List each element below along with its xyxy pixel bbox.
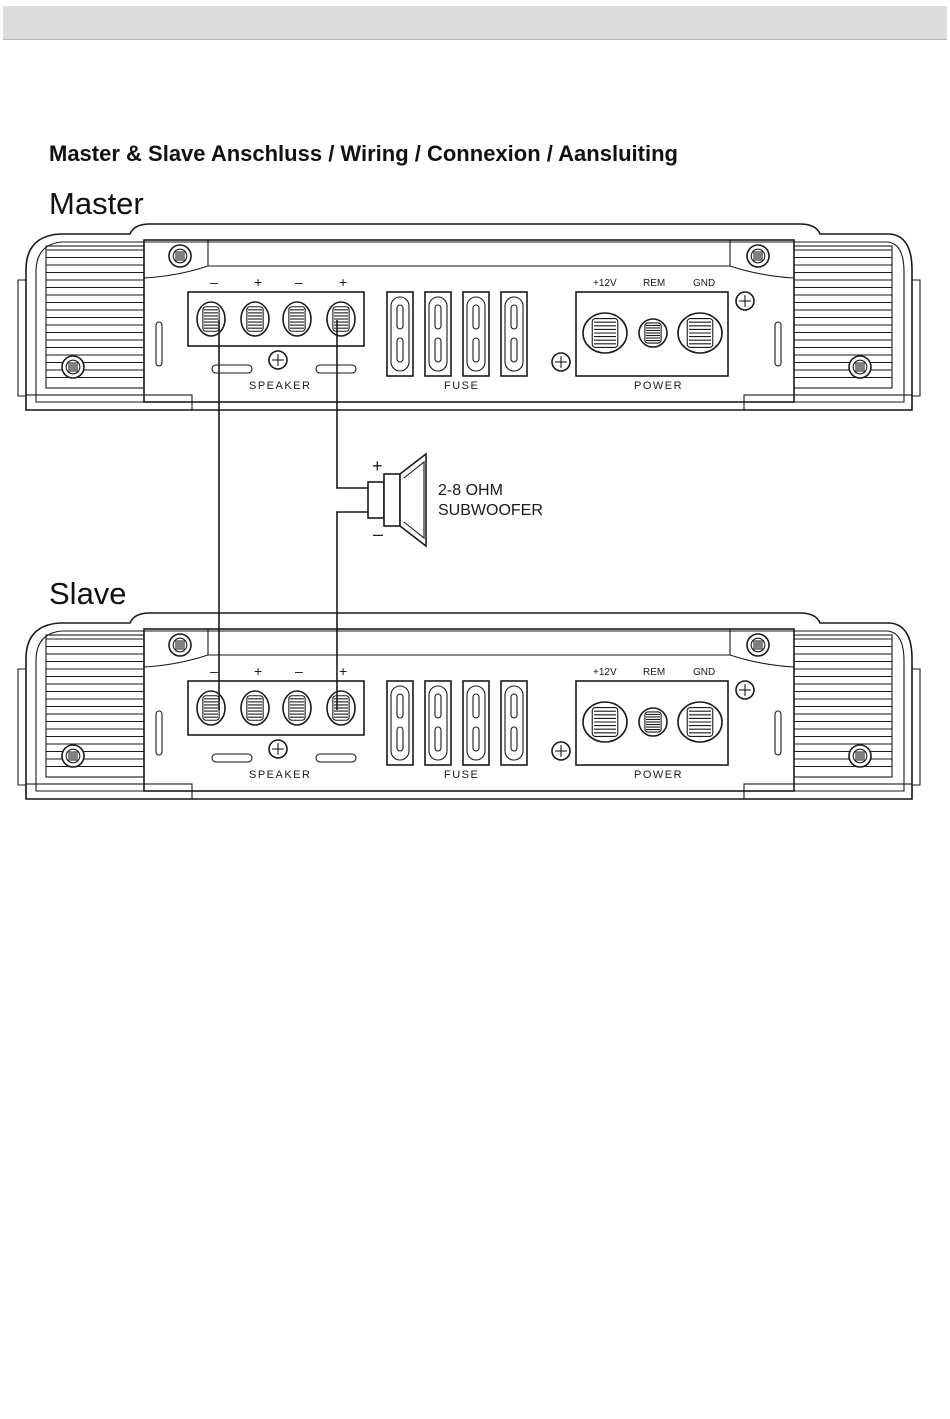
- speaker-polarity-label: –: [210, 663, 218, 679]
- speaker-polarity-label: +: [339, 663, 347, 679]
- heatsink-right: [794, 635, 892, 777]
- speaker-label: SPEAKER: [249, 769, 311, 781]
- speaker-polarity-label: +: [254, 274, 262, 290]
- fuse-icon: [387, 681, 413, 765]
- wires: [219, 320, 368, 710]
- heatsink-right: [794, 246, 892, 388]
- subwoofer-name: SUBWOOFER: [438, 502, 543, 519]
- speaker-polarity-label: +: [339, 274, 347, 290]
- fuse-icon: [425, 292, 451, 376]
- master-amplifier: – + – + SPEAKER FUSE +12V REM GND POWER: [18, 224, 920, 410]
- speaker-polarity-label: –: [210, 274, 218, 290]
- subwoofer-plus: +: [372, 456, 383, 476]
- heatsink-left: [46, 635, 144, 777]
- subwoofer-icon: + – 2-8 OHM SUBWOOFER: [368, 454, 543, 546]
- power-terminal-label: REM: [643, 278, 665, 289]
- fuse-label: FUSE: [444, 769, 479, 781]
- speaker-polarity-label: +: [254, 663, 262, 679]
- speaker-polarity-label: –: [295, 274, 303, 290]
- fuse-label: FUSE: [444, 380, 479, 392]
- power-label: POWER: [634, 380, 683, 392]
- power-terminal-label: +12V: [593, 278, 617, 289]
- fuse-icon: [463, 292, 489, 376]
- fuse-icon: [425, 681, 451, 765]
- slave-amplifier: – + – + SPEAKER FUSE +12V REM GND POWER: [18, 613, 920, 799]
- power-terminal-label: REM: [643, 667, 665, 678]
- fuse-icon: [463, 681, 489, 765]
- speaker-label: SPEAKER: [249, 380, 311, 392]
- power-terminal-label: GND: [693, 278, 715, 289]
- power-label: POWER: [634, 769, 683, 781]
- fuse-icon: [501, 681, 527, 765]
- power-terminal-label: +12V: [593, 667, 617, 678]
- fuse-icon: [387, 292, 413, 376]
- heatsink-left: [46, 246, 144, 388]
- power-terminal-label: GND: [693, 667, 715, 678]
- subwoofer-minus: –: [373, 524, 383, 544]
- speaker-polarity-label: –: [295, 663, 303, 679]
- fuse-icon: [501, 292, 527, 376]
- subwoofer-impedance: 2-8 OHM: [438, 482, 503, 499]
